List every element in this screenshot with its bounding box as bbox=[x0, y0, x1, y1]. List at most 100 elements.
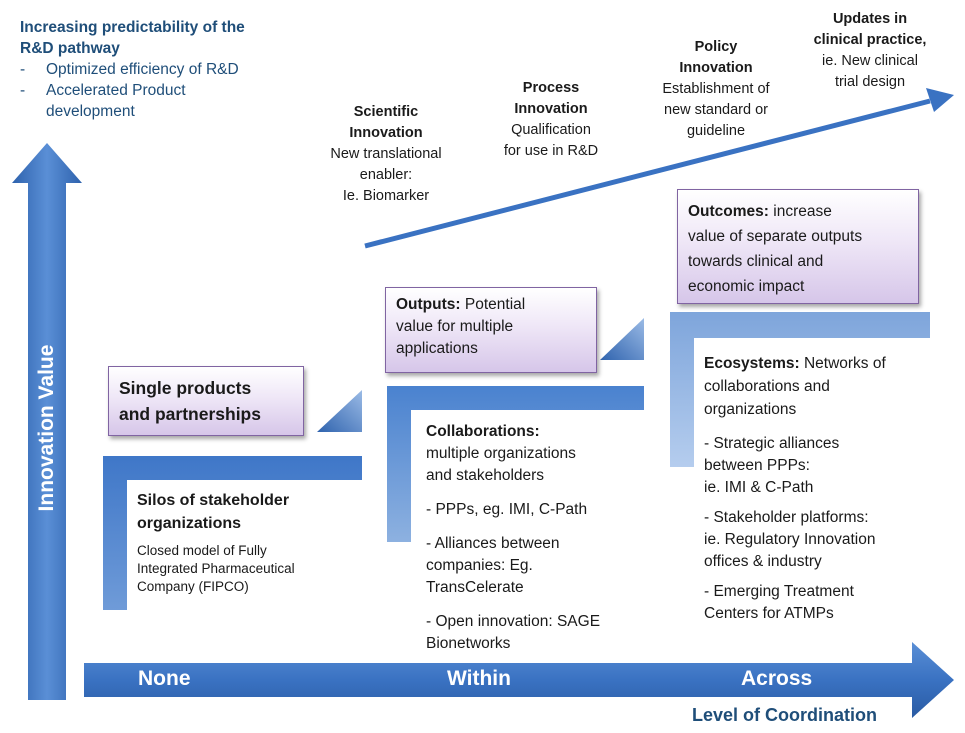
list-item: - Emerging Treatment Centers for ATMPs bbox=[704, 581, 949, 625]
stage-body-line: Ie. Biomarker bbox=[342, 188, 430, 204]
silos-body-line: Company (FIPCO) bbox=[137, 579, 249, 594]
policy-innovation-label: Policy Innovation Establishment of new s… bbox=[636, 37, 796, 142]
bullet-line: - Stakeholder platforms: bbox=[704, 509, 869, 526]
outcomes-line: towards clinical and bbox=[688, 253, 824, 270]
scientific-innovation-label: Scientific Innovation New translational … bbox=[306, 102, 466, 207]
predictability-heading-line1: Increasing predictability of the bbox=[20, 19, 245, 36]
outcomes-line: value of separate outputs bbox=[688, 228, 863, 245]
bullet-line: - PPPs, eg. IMI, C-Path bbox=[426, 501, 588, 518]
single-products-line: Single products bbox=[119, 378, 252, 398]
stage-title-line: Innovation bbox=[679, 60, 753, 76]
bullet-line: between PPPs: bbox=[704, 457, 810, 474]
list-dash: - bbox=[20, 82, 26, 99]
bullet-line: Bionetworks bbox=[426, 635, 511, 652]
x-level-none: None bbox=[138, 667, 191, 690]
step-collaborations-shape bbox=[387, 386, 644, 542]
silos-body-line: Integrated Pharmaceutical bbox=[137, 561, 295, 576]
single-products-line: and partnerships bbox=[119, 404, 261, 424]
y-axis-label: Innovation Value bbox=[35, 344, 58, 512]
bullet-line: TransCelerate bbox=[426, 579, 524, 596]
silos-body-line: Closed model of Fully bbox=[137, 543, 267, 558]
ecosystems-line-1: Ecosystems: Networks of bbox=[704, 352, 949, 375]
predictability-list: - Optimized efficiency of R&D - Accelera… bbox=[20, 59, 310, 122]
stage-body-line: enabler: bbox=[359, 167, 413, 183]
predictability-block: Increasing predictability of the R&D pat… bbox=[20, 17, 310, 122]
stage-body-line: Establishment of bbox=[662, 81, 770, 97]
stage-body-line: guideline bbox=[686, 123, 746, 139]
stage-body-line: ie. New clinical bbox=[822, 53, 918, 69]
outputs-line-1: Outputs: Potential bbox=[396, 294, 586, 316]
stage-body-line: New translational bbox=[330, 146, 442, 162]
ecosystems-line: collaborations and bbox=[704, 378, 830, 395]
stage-body-line: for use in R&D bbox=[503, 143, 599, 159]
list-item: - Accelerated Product development bbox=[20, 80, 310, 122]
outcomes-label: Outcomes: bbox=[688, 203, 769, 220]
stage-body-line: new standard or bbox=[664, 102, 768, 118]
predictability-heading: Increasing predictability of the R&D pat… bbox=[20, 17, 310, 59]
collaborations-line: and stakeholders bbox=[426, 467, 545, 484]
stage-title-line: Innovation bbox=[349, 125, 423, 141]
ecosystems-block: Ecosystems: Networks of collaborations a… bbox=[704, 352, 949, 625]
ecosystems-text: Networks of bbox=[799, 355, 886, 372]
predictability-heading-line2: R&D pathway bbox=[20, 40, 120, 57]
list-item: - Open innovation: SAGE Bionetworks bbox=[426, 611, 656, 655]
collaborations-block: Collaborations: multiple organizations a… bbox=[426, 421, 656, 655]
stage-title-line: Scientific bbox=[353, 104, 419, 120]
bullet-line: - Open innovation: SAGE bbox=[426, 613, 601, 630]
list-item: - Alliances between companies: Eg. Trans… bbox=[426, 533, 656, 599]
stage-body-line: Qualification bbox=[511, 122, 591, 138]
stage-title-line: clinical practice, bbox=[813, 32, 927, 48]
outputs-label: Outputs: bbox=[396, 296, 461, 313]
silos-title-line: organizations bbox=[137, 515, 242, 532]
list-item-text: Optimized efficiency of R&D bbox=[46, 61, 239, 78]
list-item: - Stakeholder platforms: ie. Regulatory … bbox=[704, 507, 949, 573]
list-item: - PPPs, eg. IMI, C-Path bbox=[426, 499, 656, 521]
list-item-text: Accelerated Product development bbox=[46, 80, 186, 122]
outputs-line: applications bbox=[396, 340, 478, 357]
list-item-line: development bbox=[46, 103, 135, 120]
outcomes-box: Outcomes: increase value of separate out… bbox=[677, 189, 919, 304]
list-item-line: Accelerated Product bbox=[46, 82, 186, 99]
stage-title-line: Innovation bbox=[514, 101, 588, 117]
bullet-line: Centers for ATMPs bbox=[704, 605, 834, 622]
bullet-line: - Emerging Treatment bbox=[704, 583, 854, 600]
trend-arrow bbox=[364, 98, 931, 249]
x-level-within: Within bbox=[447, 667, 511, 690]
trend-arrow-head bbox=[926, 88, 954, 112]
bullet-line: companies: Eg. bbox=[426, 557, 533, 574]
list-item: - Optimized efficiency of R&D bbox=[20, 59, 310, 80]
step-ecosystems-shape bbox=[670, 312, 930, 467]
stage-title-line: Updates in bbox=[832, 11, 908, 27]
x-level-across: Across bbox=[741, 667, 813, 690]
outcomes-text: increase bbox=[768, 203, 832, 220]
process-innovation-label: Process Innovation Qualification for use… bbox=[476, 78, 626, 162]
connector-triangle-1 bbox=[317, 390, 362, 432]
stage-title-line: Policy bbox=[694, 39, 738, 55]
list-dash: - bbox=[20, 61, 26, 78]
connector-triangle-2 bbox=[600, 318, 644, 360]
list-item: - Strategic alliances between PPPs: ie. … bbox=[704, 433, 949, 499]
clinical-practice-label: Updates in clinical practice, ie. New cl… bbox=[790, 9, 950, 93]
stage-body-line: trial design bbox=[834, 74, 906, 90]
silos-title-line: Silos of stakeholder bbox=[137, 492, 290, 509]
collaborations-line: multiple organizations bbox=[426, 445, 576, 462]
x-axis-title: Level of Coordination bbox=[692, 705, 878, 725]
single-products-box: Single products and partnerships bbox=[108, 366, 304, 436]
collaborations-title: Collaborations: bbox=[426, 423, 540, 440]
outputs-box: Outputs: Potential value for multiple ap… bbox=[385, 287, 597, 373]
outputs-text: Potential bbox=[460, 296, 526, 313]
bullet-line: - Strategic alliances bbox=[704, 435, 840, 452]
y-axis-arrow bbox=[12, 143, 82, 700]
ecosystems-title: Ecosystems: bbox=[704, 355, 800, 372]
stage-title-line: Process bbox=[522, 80, 580, 96]
bullet-line: ie. IMI & C-Path bbox=[704, 479, 814, 496]
step-silos-shape bbox=[103, 456, 362, 610]
x-axis-arrow bbox=[84, 642, 954, 718]
silos-block: Silos of stakeholder organizations Close… bbox=[137, 489, 367, 596]
outcomes-line: economic impact bbox=[688, 278, 805, 295]
outcomes-line-1: Outcomes: increase bbox=[688, 199, 908, 224]
ecosystems-line: organizations bbox=[704, 401, 797, 418]
bullet-line: offices & industry bbox=[704, 553, 822, 570]
bullet-line: ie. Regulatory Innovation bbox=[704, 531, 876, 548]
